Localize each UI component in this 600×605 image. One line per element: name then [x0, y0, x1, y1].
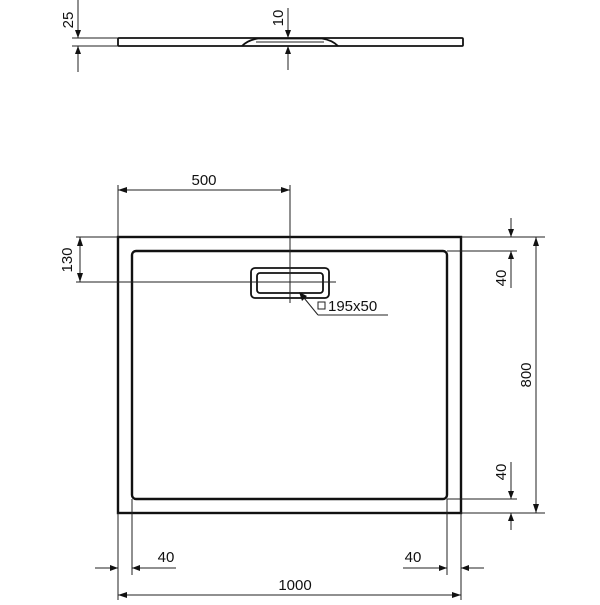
- plan-view: 500 130 195x50 40 800 40: [59, 172, 545, 600]
- drain-offset-y-label: 130: [59, 247, 76, 272]
- rim-right-label: 40: [405, 549, 422, 566]
- height-label: 800: [518, 362, 535, 387]
- drain-size-symbol: [317, 301, 326, 310]
- rim-top-label: 40: [493, 270, 510, 287]
- drain-profile: [241, 37, 339, 47]
- drain-offset-x-label: 500: [191, 172, 216, 189]
- rim-left-label: 40: [158, 549, 175, 566]
- side-thickness-label: 25: [60, 12, 77, 29]
- rim-bottom-label: 40: [493, 464, 510, 481]
- side-view: 25 10: [60, 0, 464, 72]
- drain-size-label: 195x50: [328, 298, 377, 315]
- side-drain-depth-label: 10: [270, 10, 287, 27]
- width-label: 1000: [278, 577, 311, 594]
